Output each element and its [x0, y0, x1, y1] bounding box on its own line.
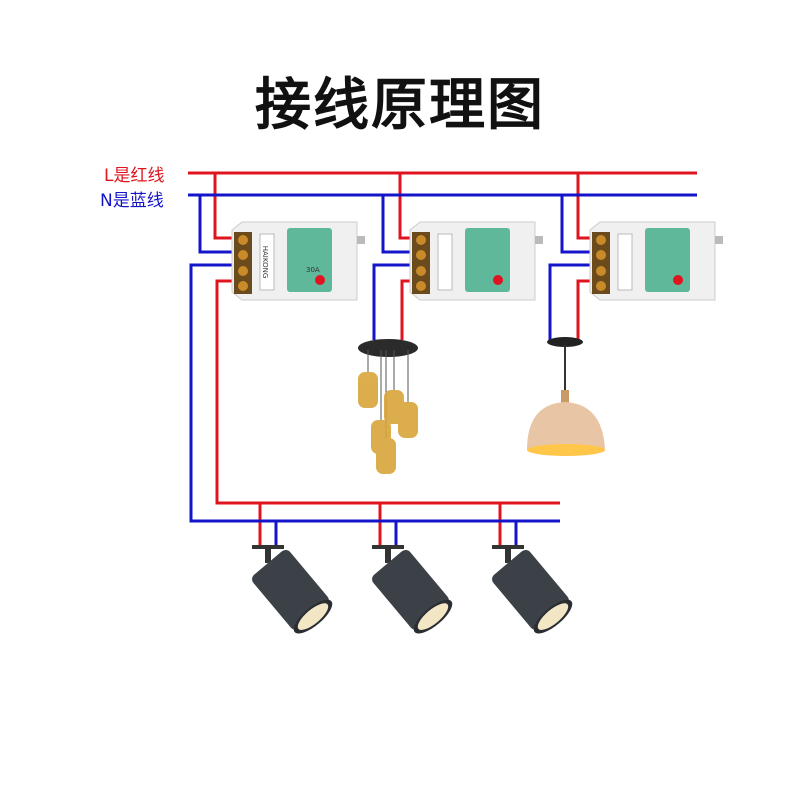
pendant-dome-lamp: [527, 337, 605, 456]
live-wire-label: L是红线: [104, 166, 165, 186]
neutral-wires: [188, 193, 697, 545]
page-title: 接线原理图: [255, 73, 545, 138]
pendant-lamp-cluster: [358, 339, 418, 474]
neutral-wire-label: N是蓝线: [100, 191, 164, 211]
spotlight-2: [369, 545, 458, 639]
module-rating: 30A: [306, 266, 320, 274]
spotlight-1: [249, 545, 338, 639]
spotlight-3: [489, 545, 578, 639]
switch-module-3: [589, 221, 724, 301]
switch-module-1: [231, 221, 366, 301]
switch-module-2: [409, 221, 544, 301]
module-brand: HAIKONG: [261, 246, 269, 279]
